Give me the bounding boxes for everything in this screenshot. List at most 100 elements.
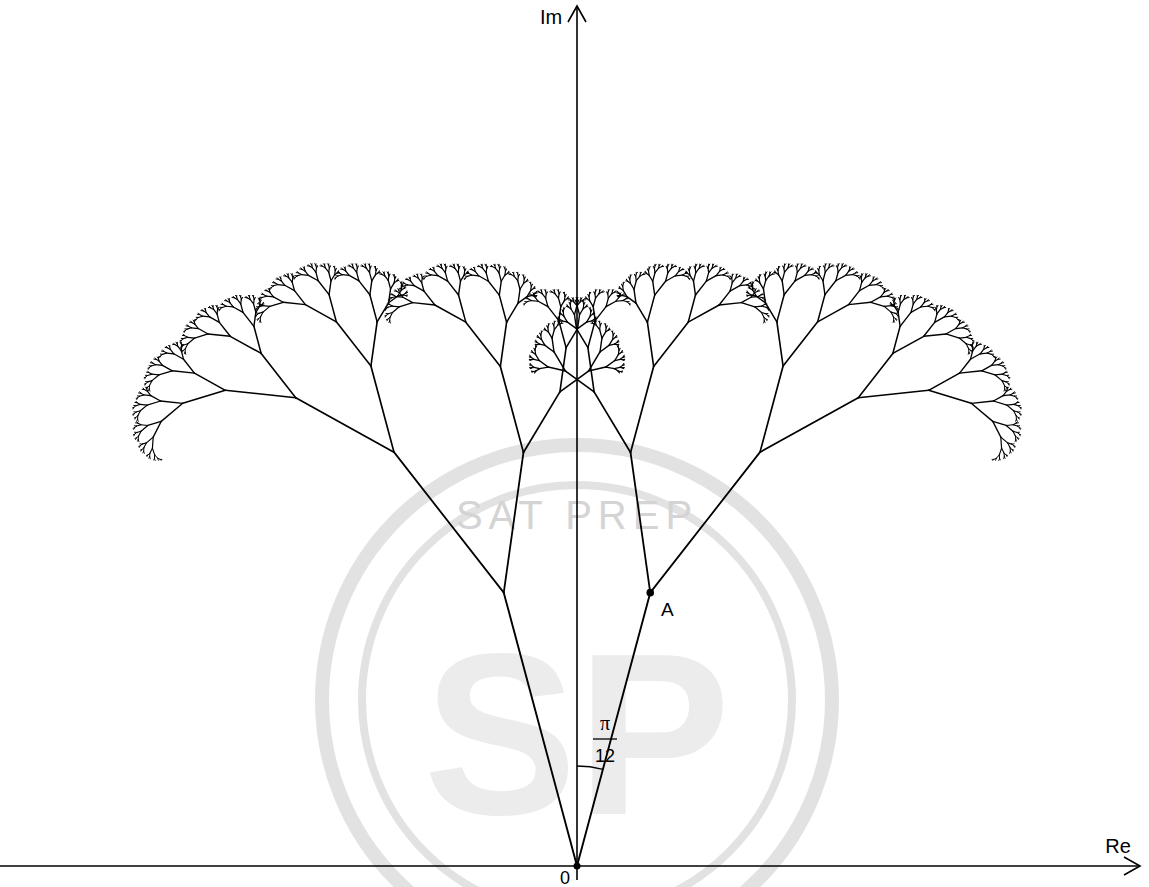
tree-branch	[884, 305, 891, 307]
tree-branch	[148, 381, 152, 382]
tree-branch	[892, 297, 894, 298]
tree-branch	[263, 306, 270, 312]
tree-branch	[402, 284, 403, 286]
tree-branch	[195, 334, 208, 338]
tree-branch	[797, 268, 800, 272]
tree-branch	[951, 310, 953, 311]
tree-branch	[553, 290, 554, 291]
tree-branch	[257, 318, 258, 319]
tree-branch	[1012, 449, 1013, 450]
tree-branch	[577, 302, 579, 306]
tree-branch	[378, 271, 379, 273]
tree-branch	[604, 324, 605, 325]
tree-branch	[182, 335, 184, 336]
tree-branch	[667, 268, 669, 272]
tree-branch	[688, 278, 690, 280]
tree-branch	[398, 289, 399, 290]
tree-branch	[760, 366, 783, 452]
tree-branch	[166, 346, 167, 347]
tree-branch	[569, 302, 570, 304]
tree-branch	[931, 304, 933, 305]
tree-branch	[765, 276, 767, 280]
tree-branch	[140, 450, 142, 452]
tree-branch	[376, 269, 377, 271]
tree-branch	[566, 306, 568, 307]
tree-branch	[1020, 414, 1022, 416]
tree-branch	[1006, 425, 1013, 431]
tree-branch	[895, 319, 897, 321]
tree-branch	[861, 278, 863, 282]
tree-branch	[196, 317, 198, 318]
tree-branch	[941, 305, 942, 306]
tree-branch	[599, 325, 601, 329]
tree-branch	[607, 294, 609, 298]
tree-branch	[685, 272, 686, 273]
tree-branch	[240, 295, 241, 296]
tree-branch	[825, 264, 826, 265]
tree-branch	[463, 267, 464, 268]
tree-branch	[979, 343, 980, 344]
tree-branch	[759, 274, 760, 275]
tree-branch	[720, 267, 721, 268]
tree-branch	[635, 274, 636, 276]
tree-branch	[987, 347, 989, 348]
tree-branch	[162, 351, 164, 352]
tree-branch	[547, 326, 548, 328]
tree-branch	[666, 266, 667, 268]
tree-branch	[137, 422, 138, 423]
tree-branch	[774, 272, 776, 273]
tree-branch	[466, 273, 468, 274]
tree-branch	[653, 266, 654, 268]
tree-branch	[406, 295, 407, 297]
tree-branch	[180, 340, 181, 341]
tree-branch	[433, 267, 434, 268]
tree-branch	[621, 371, 622, 373]
tree-branch	[147, 372, 149, 373]
tree-branch	[815, 272, 817, 273]
tree-branch	[385, 315, 386, 316]
tree-branch	[253, 299, 255, 303]
tree-branch	[558, 321, 559, 323]
tree-branch	[694, 273, 696, 282]
tree-branch	[896, 318, 897, 319]
tree-branch	[866, 274, 867, 275]
tree-branch	[138, 440, 140, 442]
tree-branch	[370, 295, 377, 322]
tree-branch	[474, 267, 475, 268]
tree-branch	[509, 274, 511, 275]
tree-branch	[544, 328, 545, 330]
tree-branch	[180, 340, 182, 342]
tree-branch	[338, 272, 339, 273]
tree-branch	[936, 305, 937, 306]
tree-branch	[159, 356, 160, 357]
tree-branch	[148, 389, 150, 391]
tree-branch	[254, 298, 255, 300]
tree-branch	[618, 346, 619, 347]
tree-branch	[262, 302, 263, 304]
tree-branch	[400, 288, 402, 290]
tree-branch	[539, 292, 542, 294]
tree-branch	[801, 264, 802, 265]
tree-branch	[1010, 388, 1011, 389]
tree-branch	[825, 281, 836, 295]
tree-branch	[253, 295, 254, 296]
tree-branch	[152, 448, 154, 455]
tree-branch	[270, 302, 283, 306]
tree-branch	[195, 324, 198, 328]
tree-branch	[609, 344, 614, 345]
tree-branch	[565, 371, 594, 392]
tree-branch	[816, 275, 818, 276]
tree-branch	[139, 392, 141, 393]
tree-branch	[475, 271, 478, 275]
tree-branch	[558, 321, 559, 322]
tree-branch	[948, 308, 949, 309]
tree-branch	[615, 335, 616, 337]
tree-branch	[490, 266, 492, 267]
tree-branch	[682, 273, 685, 275]
tree-branch	[308, 265, 309, 266]
tree-branch	[392, 293, 393, 294]
tree-branch	[574, 315, 576, 329]
tree-branch	[623, 299, 626, 301]
tree-branch	[302, 269, 305, 271]
tree-branch	[530, 282, 531, 283]
